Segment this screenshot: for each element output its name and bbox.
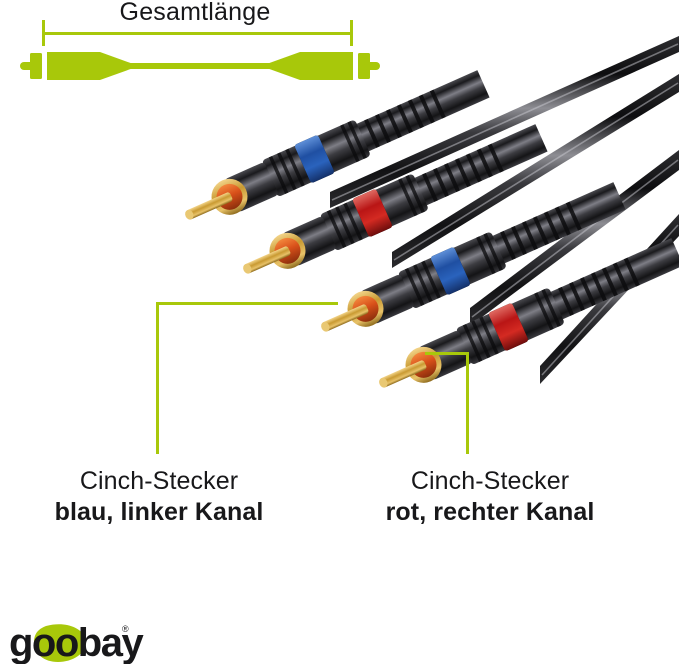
annotation-right: Cinch-Stecker rot, rechter Kanal [330, 466, 650, 527]
annotation-left-line2: blau, linker Kanal [54, 497, 264, 526]
leader-line-left-horizontal [156, 302, 338, 305]
annotation-left: Cinch-Stecker blau, linker Kanal [18, 466, 300, 527]
leader-line-right-vertical [466, 352, 469, 454]
connector-blue-upper [177, 64, 493, 236]
leader-line-left-vertical [156, 302, 159, 454]
connector-blue-lower [313, 176, 629, 348]
annotation-right-line2: rot, rechter Kanal [385, 497, 595, 526]
logo-blob [34, 624, 86, 662]
connector-red-upper [235, 118, 551, 290]
registered-trademark-icon: ® [122, 624, 129, 634]
cable-strands [330, 36, 679, 384]
annotation-left-line1: Cinch-Stecker [79, 467, 239, 495]
goobay-logo: goobay ® [9, 620, 170, 665]
cable-pictogram [20, 52, 380, 80]
logo-wordmark: goobay [10, 621, 144, 664]
annotation-right-line1: Cinch-Stecker [410, 467, 570, 495]
dimension-line [42, 32, 353, 35]
dimension-tick-right [350, 20, 353, 46]
dimension-tick-left [42, 20, 45, 46]
total-length-label: Gesamtlänge [119, 0, 271, 26]
leader-line-right-horizontal [425, 352, 469, 355]
connector-red-lower [371, 232, 679, 404]
logo-mark: goobay [9, 621, 146, 665]
